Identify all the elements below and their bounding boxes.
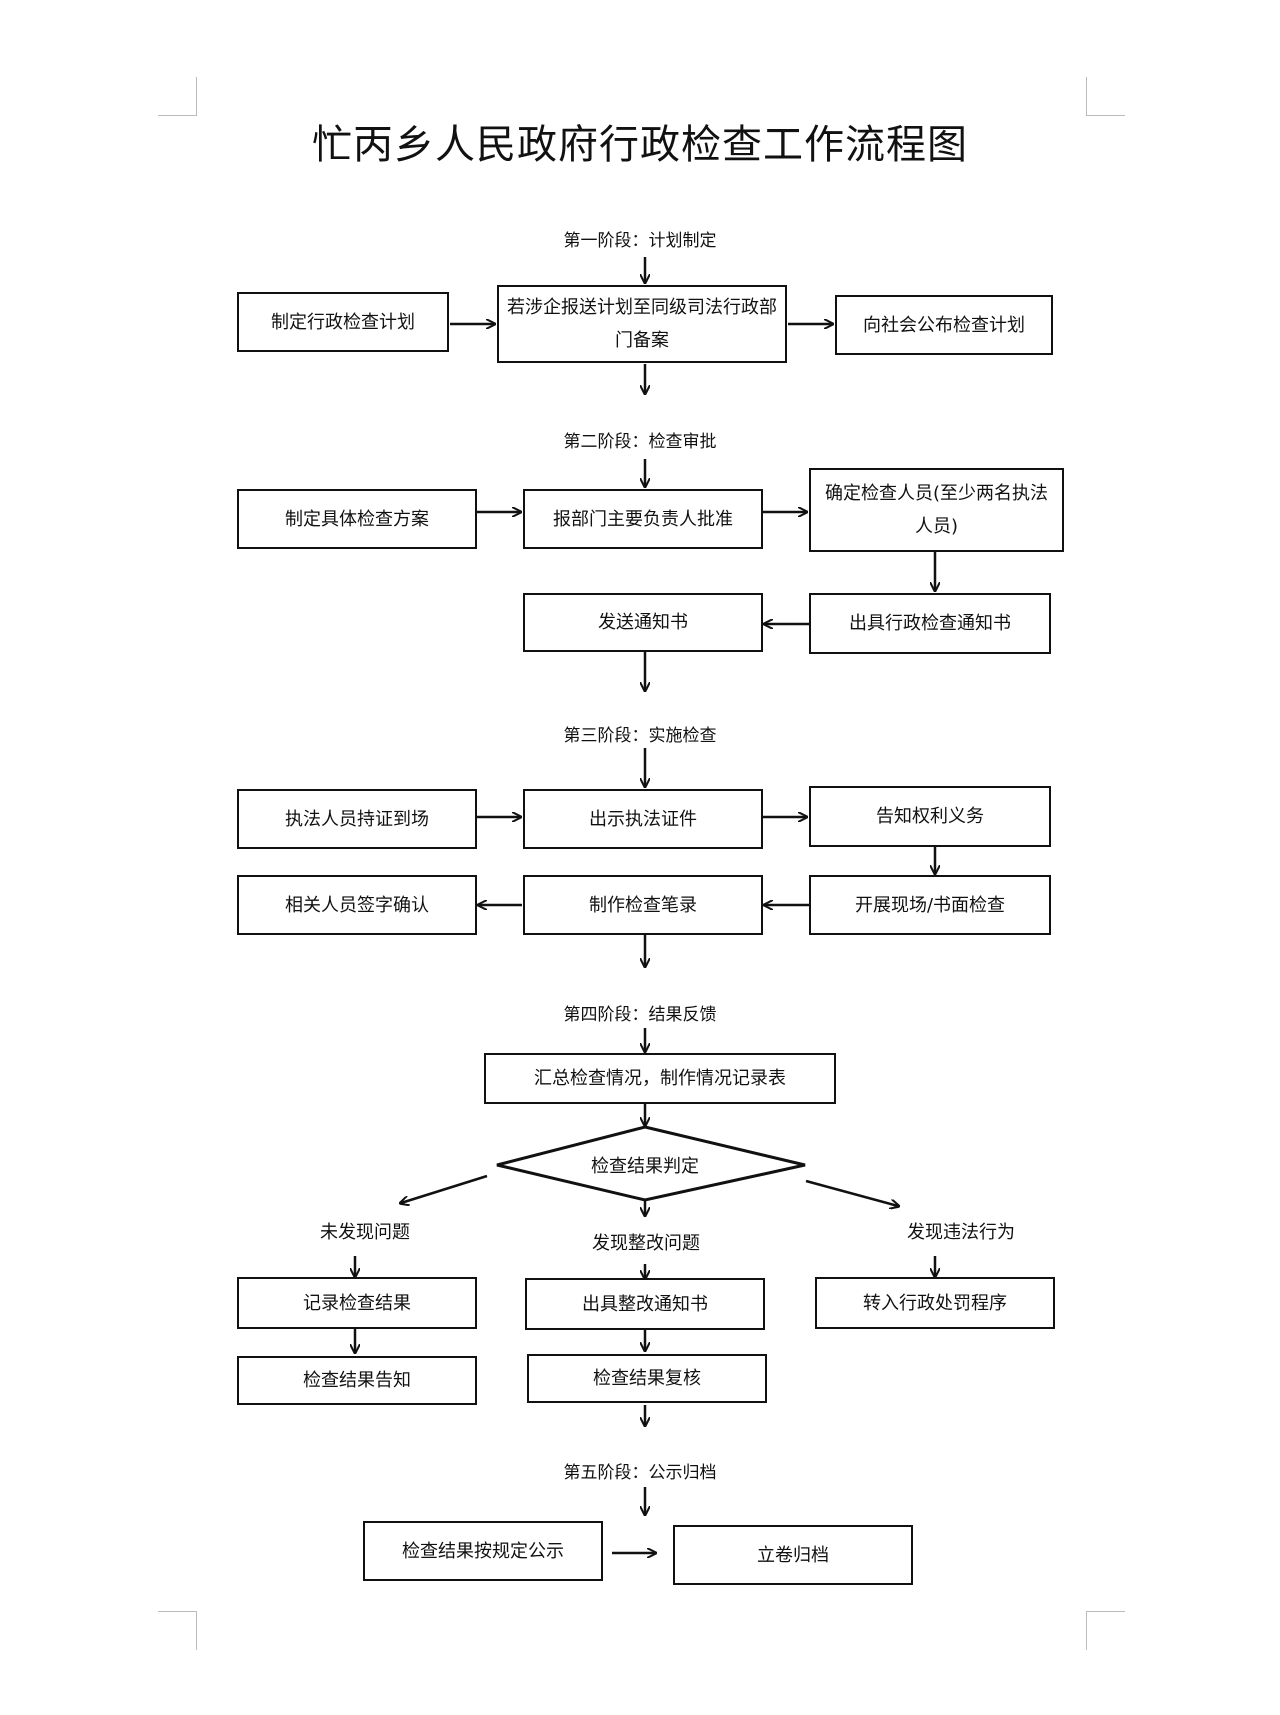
node-inspect: 开展现场/书面检查 — [809, 875, 1051, 935]
node-issue-notice: 出具行政检查通知书 — [809, 593, 1051, 654]
node-record-result: 记录检查结果 — [237, 1277, 477, 1329]
node-publish-plan: 向社会公布检查计划 — [835, 295, 1053, 355]
branch-label-rectify: 发现整改问题 — [592, 1233, 700, 1254]
page-corner-mark — [158, 1611, 197, 1650]
node-file-plan: 若涉企报送计划至同级司法行政部门备案 — [497, 285, 787, 363]
node-publish-result: 检查结果按规定公示 — [363, 1521, 603, 1581]
node-make-scheme: 制定具体检查方案 — [237, 489, 477, 549]
node-summarize: 汇总检查情况，制作情况记录表 — [484, 1053, 836, 1104]
decision-label: 检查结果判定 — [591, 1156, 699, 1177]
node-notify-result: 检查结果告知 — [237, 1356, 477, 1405]
node-make-plan: 制定行政检查计划 — [237, 292, 449, 352]
stage-2-label: 第二阶段：检查审批 — [563, 432, 717, 452]
stage-1-label: 第一阶段：计划制定 — [563, 231, 717, 251]
node-to-penalty: 转入行政处罚程序 — [815, 1277, 1055, 1329]
page-corner-mark — [158, 77, 197, 116]
page-corner-mark — [1086, 1611, 1125, 1650]
stage-5-label: 第五阶段：公示归档 — [563, 1463, 717, 1483]
node-rectify-notice: 出具整改通知书 — [525, 1278, 765, 1330]
decision-diamond — [496, 1125, 806, 1202]
arrow — [805, 1179, 898, 1206]
page-title: 忙丙乡人民政府行政检查工作流程图 — [312, 122, 968, 168]
stage-3-label: 第三阶段：实施检查 — [563, 726, 717, 746]
node-approve: 报部门主要负责人批准 — [523, 489, 763, 549]
node-inform-rights: 告知权利义务 — [809, 786, 1051, 847]
node-arrive: 执法人员持证到场 — [237, 789, 477, 849]
node-recheck: 检查结果复核 — [527, 1354, 767, 1403]
node-send-notice: 发送通知书 — [523, 593, 763, 652]
node-archive: 立卷归档 — [673, 1525, 913, 1585]
stage-4-label: 第四阶段：结果反馈 — [563, 1005, 717, 1025]
arrow — [401, 1174, 488, 1203]
node-assign-staff: 确定检查人员(至少两名执法人员) — [809, 468, 1064, 552]
node-sign-confirm: 相关人员签字确认 — [237, 875, 477, 935]
branch-label-violation: 发现违法行为 — [907, 1222, 1015, 1243]
node-make-record: 制作检查笔录 — [523, 875, 763, 935]
branch-label-none: 未发现问题 — [320, 1222, 410, 1243]
node-show-id: 出示执法证件 — [523, 789, 763, 849]
page-corner-mark — [1086, 77, 1125, 116]
